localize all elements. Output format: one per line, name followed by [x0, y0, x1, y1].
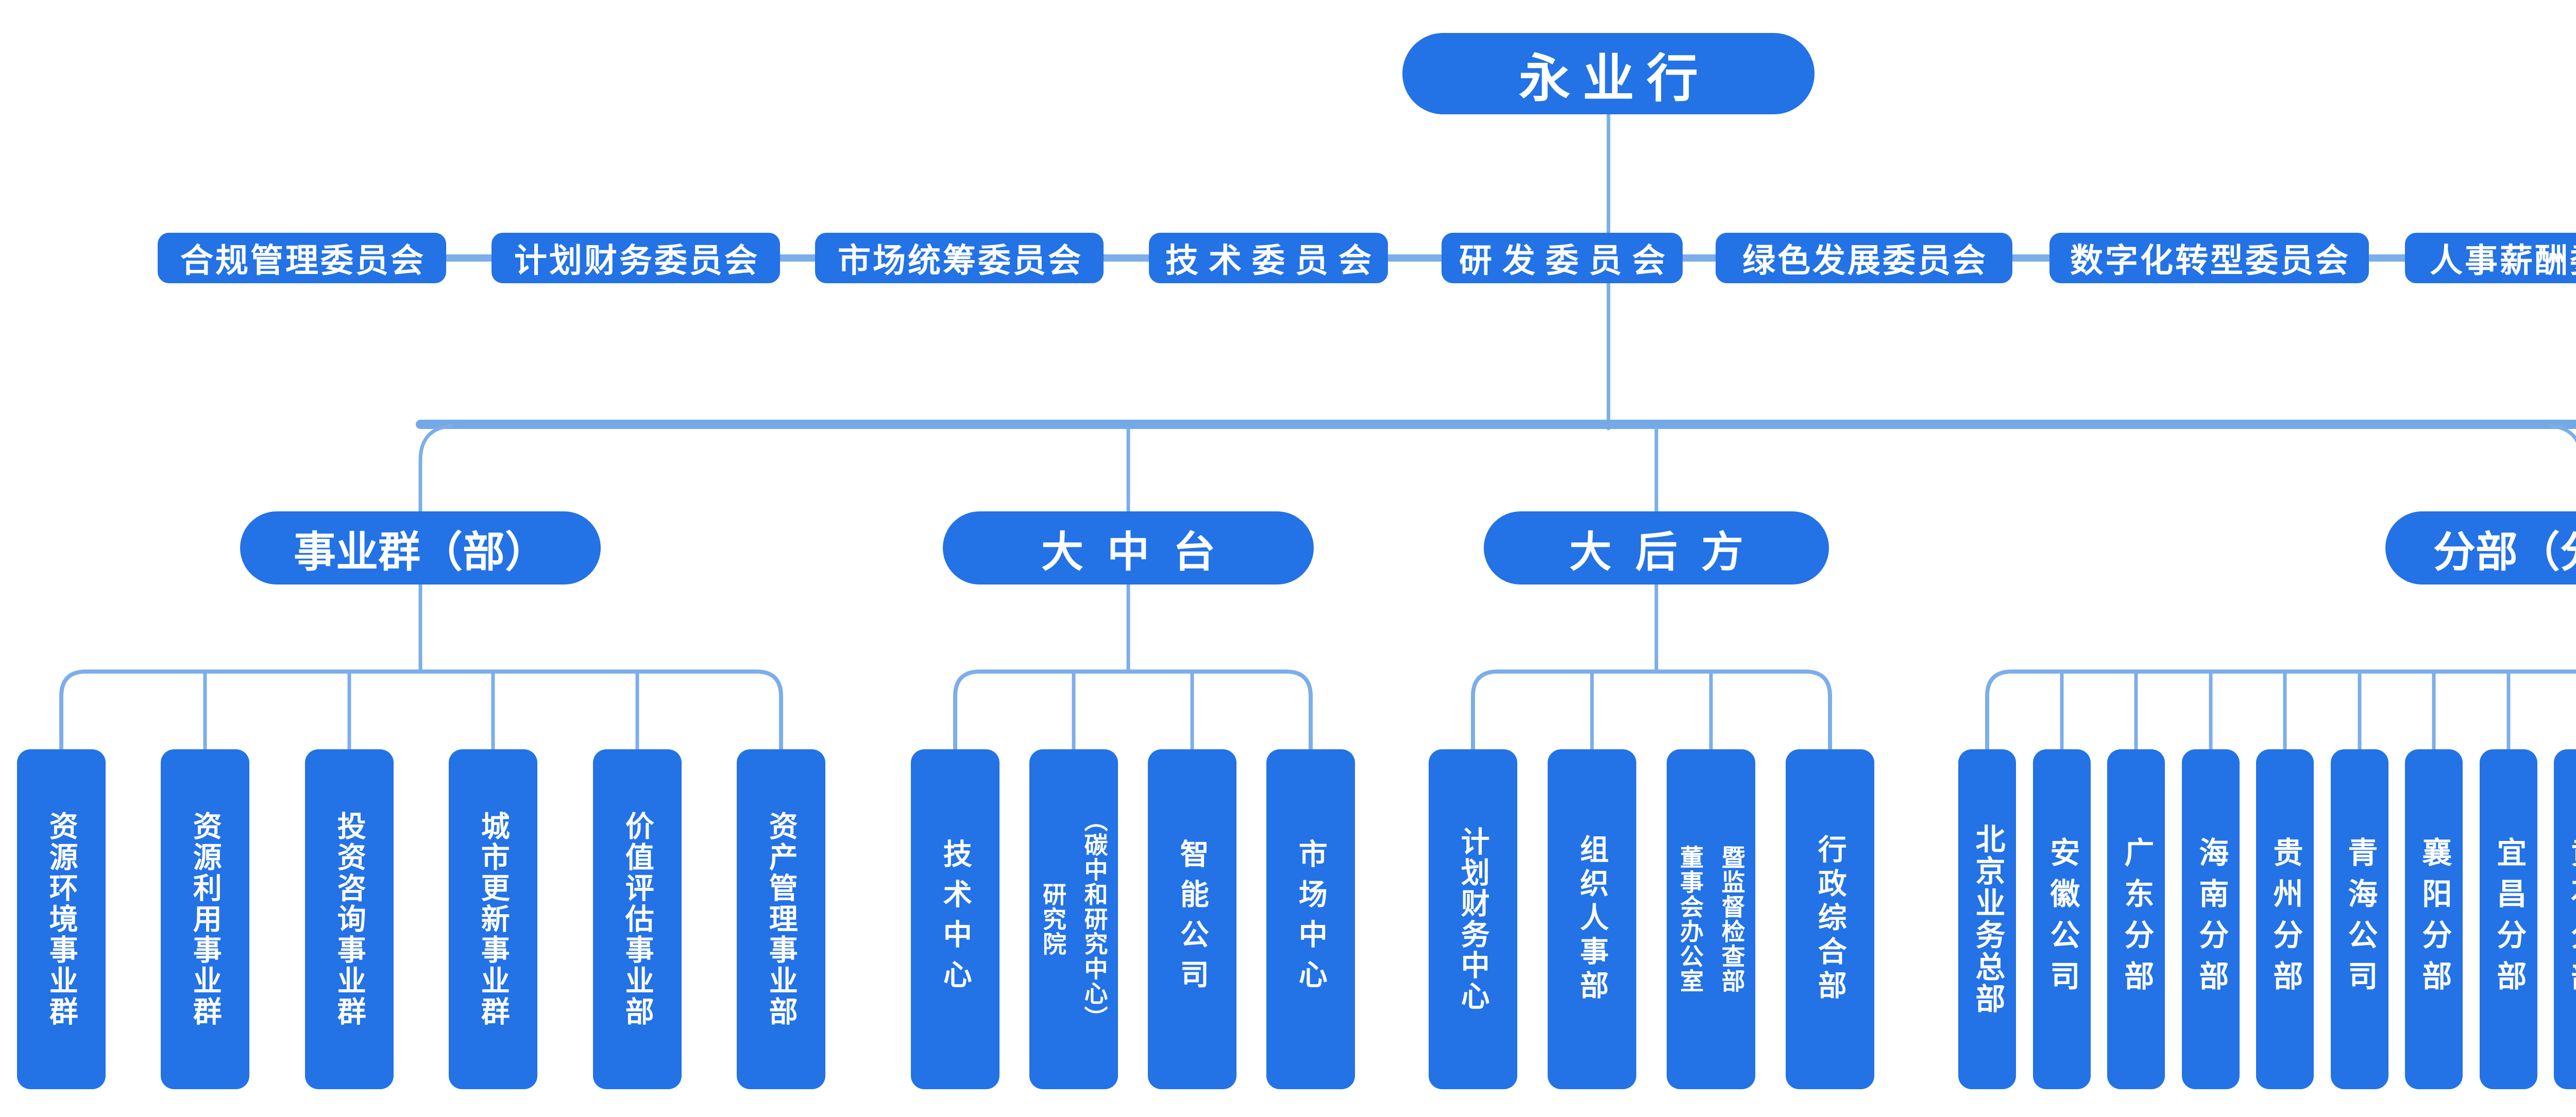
department-node[interactable]: 广东分部 — [2107, 749, 2165, 1089]
department-label: 北京业务总部 — [1971, 823, 2005, 1015]
department-node[interactable]: 资源环境事业群 — [17, 749, 106, 1089]
connector — [1471, 669, 1832, 751]
department-label: 资源利用事业群 — [189, 811, 222, 1027]
department-label: 资源环境事业群 — [45, 811, 78, 1027]
department-node[interactable]: 贵州分部 — [2256, 749, 2314, 1089]
group-node[interactable]: 大后方 — [1484, 511, 1829, 585]
department-label: 投资咨询事业群 — [333, 811, 366, 1027]
department-node[interactable]: 计划财务中心 — [1429, 749, 1517, 1089]
group-node[interactable]: 事业群（部） — [240, 511, 601, 585]
department-label: 研究院 （碳中和研究中心） — [1040, 808, 1108, 1030]
department-label: 市场中心 — [1295, 839, 1328, 1000]
root-node[interactable]: 永业行 — [1402, 33, 1815, 114]
department-node[interactable]: 海南分部 — [2182, 749, 2240, 1089]
connector — [2548, 424, 2576, 443]
connector — [1985, 669, 2576, 751]
group-node[interactable]: 大中台 — [943, 511, 1314, 585]
department-label: 安徽公司 — [2045, 837, 2079, 1002]
department-label: 计划财务中心 — [1457, 827, 1490, 1012]
department-node[interactable]: 襄阳分部 — [2405, 749, 2463, 1089]
committee-node[interactable]: 市场统筹委员会 — [815, 233, 1104, 283]
department-label: 组织人事部 — [1576, 834, 1609, 1004]
committee-node[interactable]: 数字化转型委员会 — [2049, 233, 2369, 283]
department-node[interactable]: 董事会办公室 暨监督检查部 — [1667, 749, 1755, 1089]
committee-node[interactable]: 人事薪酬委员会 — [2405, 233, 2576, 283]
department-label: 价值评估事业部 — [621, 811, 654, 1027]
department-node[interactable]: 资产管理事业部 — [737, 749, 825, 1089]
department-label: 资产管理事业部 — [765, 811, 798, 1027]
department-node[interactable]: 资源利用事业群 — [161, 749, 249, 1089]
department-node[interactable]: 北京业务总部 — [1958, 749, 2016, 1089]
department-node[interactable]: 安徽公司 — [2033, 749, 2091, 1089]
department-label: 董事会办公室 暨监督检查部 — [1677, 845, 1745, 993]
department-node[interactable]: 宜昌分部 — [2480, 749, 2537, 1089]
department-node[interactable]: 行政综合部 — [1786, 749, 1874, 1089]
committee-node[interactable]: 研发委员会 — [1442, 233, 1683, 283]
department-node[interactable]: 青海公司 — [2331, 749, 2388, 1089]
department-label: 海南分部 — [2194, 837, 2228, 1002]
group-node[interactable]: 分部（分公司） — [2385, 511, 2576, 585]
connector — [418, 424, 453, 515]
committee-node[interactable]: 合规管理委员会 — [158, 233, 446, 283]
connector — [59, 669, 783, 751]
department-node[interactable]: 组织人事部 — [1548, 749, 1636, 1089]
department-label: 襄阳分部 — [2417, 837, 2451, 1002]
committee-node[interactable]: 绿色发展委员会 — [1716, 233, 2012, 283]
committee-node[interactable]: 技术委员会 — [1149, 233, 1388, 283]
committee-node[interactable]: 计划财务委员会 — [492, 233, 780, 283]
department-label: 广东分部 — [2120, 837, 2154, 1002]
department-label: 智能公司 — [1176, 839, 1209, 1000]
department-node[interactable]: 技术中心 — [911, 749, 999, 1089]
department-label: 贵州分部 — [2268, 837, 2302, 1002]
connector — [953, 669, 1313, 751]
department-node[interactable]: 城市更新事业群 — [449, 749, 537, 1089]
department-node[interactable]: 智能公司 — [1148, 749, 1236, 1089]
department-label: 技术中心 — [939, 839, 972, 1000]
department-label: 行政综合部 — [1814, 834, 1847, 1004]
department-node[interactable]: 市场中心 — [1266, 749, 1355, 1089]
department-label: 城市更新事业群 — [477, 811, 510, 1027]
department-label: 黄石分部 — [2566, 837, 2576, 1002]
department-node[interactable]: 价值评估事业部 — [593, 749, 682, 1089]
department-label: 宜昌分部 — [2492, 837, 2526, 1002]
department-label: 青海公司 — [2343, 837, 2377, 1002]
department-node[interactable]: 黄石分部 — [2554, 749, 2576, 1089]
department-node[interactable]: 投资咨询事业群 — [305, 749, 394, 1089]
department-node[interactable]: 研究院 （碳中和研究中心） — [1029, 749, 1118, 1089]
